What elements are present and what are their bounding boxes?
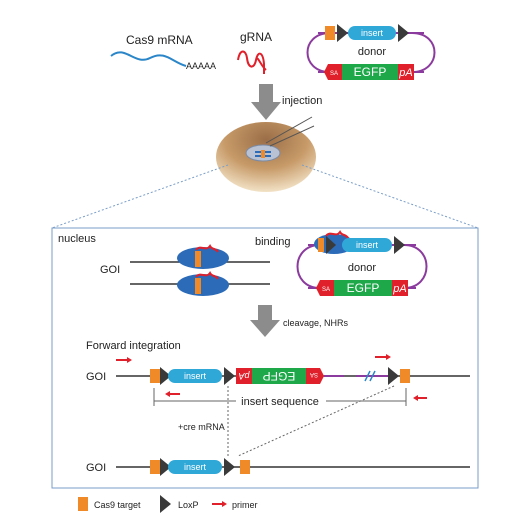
pa-segment [398, 64, 414, 80]
grna-label: gRNA [240, 30, 272, 44]
donor-label: donor [348, 262, 376, 274]
binding-label: binding [255, 236, 290, 248]
sa-label: SA [322, 287, 330, 293]
injection-arrow [251, 84, 281, 120]
cas9-mrna-label: Cas9 mRNA [126, 33, 193, 47]
top-donor-plasmid: insert donor SA EGFP pA [306, 24, 436, 80]
egfp-label: EGFP [263, 369, 296, 383]
pa-label: pA [398, 67, 412, 79]
goi-label: GOI [86, 371, 106, 383]
cre-excision-line [237, 385, 395, 457]
goi-label: GOI [100, 264, 120, 276]
primer-arrows [116, 354, 427, 401]
integrated-locus: insert pA EGFP SA [116, 367, 470, 385]
sa-segment [324, 64, 342, 80]
cre-mrna-label: +cre mRNA [178, 422, 225, 432]
injection-label: injection [282, 95, 322, 107]
panel-donor-plasmid: insert donor SA EGFP pA [296, 230, 428, 296]
grna-strand [237, 50, 267, 74]
cas9-target-site [325, 26, 335, 40]
sa-label: SA [310, 371, 318, 377]
micropipette [265, 116, 313, 144]
egfp-segment [342, 64, 398, 80]
egfp-label: EGFP [354, 65, 387, 79]
loxp-site [337, 24, 348, 42]
legend-cas9-target: Cas9 target [94, 500, 141, 510]
nucleus-panel-frame [51, 227, 479, 489]
forward-integration-label: Forward integration [86, 340, 181, 352]
insert-label: insert [361, 28, 384, 38]
sa-label: SA [330, 71, 338, 77]
cleavage-arrow [250, 305, 280, 337]
zoom-line-left [51, 164, 229, 229]
loxp-site [398, 24, 409, 42]
insert-label: insert [184, 462, 207, 472]
insert-label: insert [184, 371, 207, 381]
donor-label: donor [358, 46, 386, 58]
cas9-target-swatch [78, 497, 88, 511]
nucleus-label: nucleus [58, 233, 96, 245]
legend-loxp: LoxP [178, 500, 199, 510]
cas9-complex [177, 244, 229, 296]
legend: Cas9 target LoxP primer [78, 495, 258, 513]
insert-sequence-bracket [153, 388, 407, 406]
goi-label: GOI [86, 462, 106, 474]
egfp-label: EGFP [347, 281, 380, 295]
pa-label: pA [238, 371, 250, 381]
legend-primer: primer [232, 500, 258, 510]
zoom-line-right [301, 164, 479, 229]
cleavage-label: cleavage, NHRs [283, 318, 349, 328]
pa-label: pA [392, 283, 406, 295]
insert-segment [348, 26, 396, 40]
polya-tail-label: AAAAA [186, 61, 216, 71]
insert-sequence-label: insert sequence [241, 396, 319, 408]
insert-label: insert [356, 240, 379, 250]
loxp-swatch [160, 495, 171, 513]
cas9-mrna-strand [110, 51, 187, 67]
excised-locus: insert [116, 458, 470, 476]
